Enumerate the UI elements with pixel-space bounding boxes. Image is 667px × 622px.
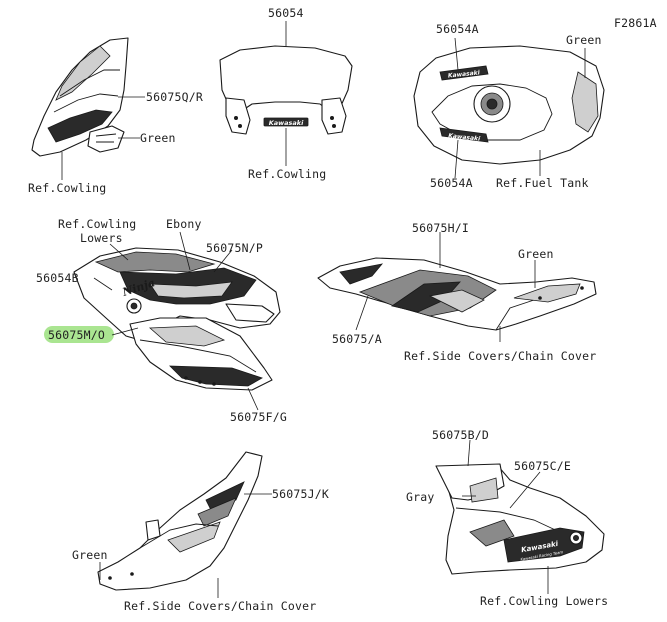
label-green-front: Green xyxy=(140,131,176,145)
label-56075FG[interactable]: 56075F/G xyxy=(230,410,287,424)
label-56054[interactable]: 56054 xyxy=(268,6,304,20)
tank-brand-text-2: Kawasaki xyxy=(448,132,481,142)
label-56075MO[interactable]: 56075M/O xyxy=(48,328,105,342)
windscreen-part[interactable] xyxy=(219,45,353,135)
selected-part-highlight xyxy=(44,326,114,343)
label-ref-cowling-2[interactable]: Ref.Cowling xyxy=(248,167,327,181)
label-56075A[interactable]: 56075/A xyxy=(332,332,382,346)
screen-brand-text: Kawasaki xyxy=(269,119,304,127)
label-56075BD[interactable]: 56075B/D xyxy=(432,428,489,442)
label-green-side: Green xyxy=(518,247,554,261)
lower-cowl-part[interactable] xyxy=(435,463,605,575)
side-cowl-part[interactable] xyxy=(73,247,281,391)
label-ref-cowling-lowers-a[interactable]: Ref.Cowling xyxy=(58,217,137,231)
side-cover-part[interactable] xyxy=(317,257,597,331)
label-56075NP[interactable]: 56075N/P xyxy=(206,241,263,255)
label-56054A-top[interactable]: 56054A xyxy=(436,22,479,36)
label-ref-side-covers-2[interactable]: Ref.Side Covers/Chain Cover xyxy=(124,599,317,613)
label-gray: Gray xyxy=(406,490,435,504)
front-cowl-part[interactable] xyxy=(31,37,129,157)
label-56054B[interactable]: 56054B xyxy=(36,271,79,285)
label-56075JK[interactable]: 56075J/K xyxy=(272,487,329,501)
label-ebony: Ebony xyxy=(166,217,202,231)
label-56075HI[interactable]: 56075H/I xyxy=(412,221,469,235)
label-ref-cowling-lowers-b[interactable]: Lowers xyxy=(80,231,123,245)
label-56075QR[interactable]: 56075Q/R xyxy=(146,90,203,104)
label-56075CE[interactable]: 56075C/E xyxy=(514,459,571,473)
lower-side-cover-part[interactable] xyxy=(97,451,263,591)
fuel-tank-part[interactable] xyxy=(413,45,605,165)
label-green-tank: Green xyxy=(566,33,602,47)
figure-code: F2861A xyxy=(614,16,657,30)
label-green-lower: Green xyxy=(72,548,108,562)
label-56054A-bottom[interactable]: 56054A xyxy=(430,176,473,190)
label-ref-side-covers-1[interactable]: Ref.Side Covers/Chain Cover xyxy=(404,349,597,363)
label-ref-cowling-lowers-2[interactable]: Ref.Cowling Lowers xyxy=(480,594,609,608)
label-ref-cowling-1[interactable]: Ref.Cowling xyxy=(28,181,107,195)
label-ref-fuel-tank[interactable]: Ref.Fuel Tank xyxy=(496,176,589,190)
tank-brand-text-1: Kawasaki xyxy=(448,69,481,79)
